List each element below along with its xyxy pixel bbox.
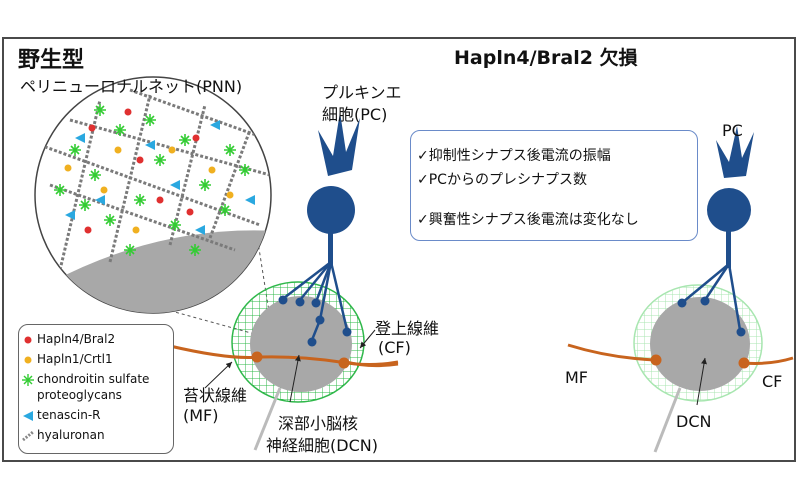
link-protein-dot [156,196,164,204]
legend-item: Hapln4/Bral2 [37,332,116,346]
green-star-icon [22,374,34,386]
dcn-soma-ko [650,297,750,391]
proteoglycan-star [79,199,91,211]
tenascin-triangles [65,120,255,235]
dcn-label-ko: DCN [676,412,712,431]
gray-chain-icon [22,430,34,442]
mf-label: (MF) [183,406,219,425]
tenascin-triangle [195,225,205,235]
cf-terminal-ko [738,357,750,369]
yellow-dot-icon [24,356,32,364]
link-protein-dot [100,186,108,194]
pnn-label: ペリニューロナルネット(PNN) [20,77,243,96]
link-protein-dot [84,226,92,234]
mf-label-ko: MF [565,368,589,387]
link-protein-dot [88,124,96,132]
link-protein-dot [168,146,176,154]
knockout-title: Hapln4/Bral2 欠損 [454,47,638,69]
pc-label: 細胞(PC) [322,105,388,124]
mf-pointer [204,361,233,389]
proteoglycan-star [104,214,116,226]
cf-label: (CF) [378,338,411,357]
dcn-axon-ko [653,387,682,453]
link-protein-dot [186,208,194,216]
proteoglycan-star [89,169,101,181]
link-protein-dot [208,166,216,174]
link-proteins [64,108,234,234]
pc-label-ko: PC [722,121,743,140]
knockout-circuit [567,126,794,453]
dcn-pointer-ko [696,357,707,406]
link-protein-dot [114,146,122,154]
climbing-fiber [345,360,399,368]
legend-item: hyaluronan [37,428,105,442]
proteoglycan-star [154,154,166,166]
dcn-soma [250,296,352,392]
dcn-axon [253,387,282,451]
purkinje-cell-ko [707,126,754,268]
effects-box: ✓抑制性シナプス後電流の振幅 ✓PCからのプレシナプス数 ✓興奮性シナプス後電流… [410,130,698,241]
mf-terminal [251,351,263,363]
purkinje-cell [307,112,360,268]
cf-label: 登上線維 [375,319,440,338]
proteoglycan-star [219,204,231,216]
tenascin-triangle [65,210,75,220]
effect-item: ✓PCからのプレシナプス数 [417,172,587,188]
tenascin-triangle [145,140,155,150]
cf-pointer [359,329,376,349]
pc-axon-branches [283,261,349,341]
legend-box: Hapln4/Bral2 Hapln1/Crtl1 chondroitin su… [18,324,174,454]
tenascin-triangle [210,120,220,130]
pnn-zoom-inset [34,76,272,314]
proteoglycan-star [94,104,106,116]
proteoglycan-star [179,134,191,146]
proteoglycan-star [189,244,201,256]
tenascin-triangle [75,133,85,143]
legend-item: proteoglycans [37,388,122,402]
effect-item: ✓抑制性シナプス後電流の振幅 [417,148,611,164]
legend-item: tenascin-R [37,408,101,422]
mossy-fiber-ko [567,343,656,362]
proteoglycan-star [144,114,156,126]
pc-terminals [278,295,352,347]
proteoglycan-star [134,194,146,206]
link-protein-dot [192,134,200,142]
pc-axon-branches-ko [682,263,742,331]
dcn-pointer [289,354,301,403]
red-dot-icon [24,336,32,344]
proteoglycan-star [69,144,81,156]
link-protein-dot [124,108,132,116]
cf-label-ko: CF [762,372,783,391]
blue-triangle-icon [23,411,33,421]
link-protein-dot [136,156,144,164]
proteoglycan-star [224,144,236,156]
proteoglycan-stars [54,104,251,256]
cf-terminal [338,357,350,369]
mf-terminal-ko [650,354,662,366]
wild-type-circuit [169,112,399,451]
proteoglycan-star [199,179,211,191]
mf-label: 苔状線維 [183,386,248,405]
effect-item: ✓興奮性シナプス後電流は変化なし [417,212,639,228]
dcn-label: 深部小脳核 [278,414,359,433]
wild-type-title: 野生型 [18,48,85,73]
proteoglycan-star [124,244,136,256]
tenascin-triangle [245,195,255,205]
proteoglycan-star [114,124,126,136]
pc-label: プルキンエ [322,83,402,102]
proteoglycan-star [169,219,181,231]
proteoglycan-star [54,184,66,196]
pc-terminals-ko [677,296,746,337]
link-protein-dot [64,164,72,172]
legend-item: chondroitin sulfate [37,372,150,386]
tenascin-triangle [170,180,180,190]
legend-item: Hapln1/Crtl1 [37,352,113,366]
proteoglycan-star [239,164,251,176]
link-protein-dot [226,191,234,199]
link-protein-dot [132,226,140,234]
tenascin-triangle [95,195,105,205]
dcn-label: 神経細胞(DCN) [266,436,378,455]
